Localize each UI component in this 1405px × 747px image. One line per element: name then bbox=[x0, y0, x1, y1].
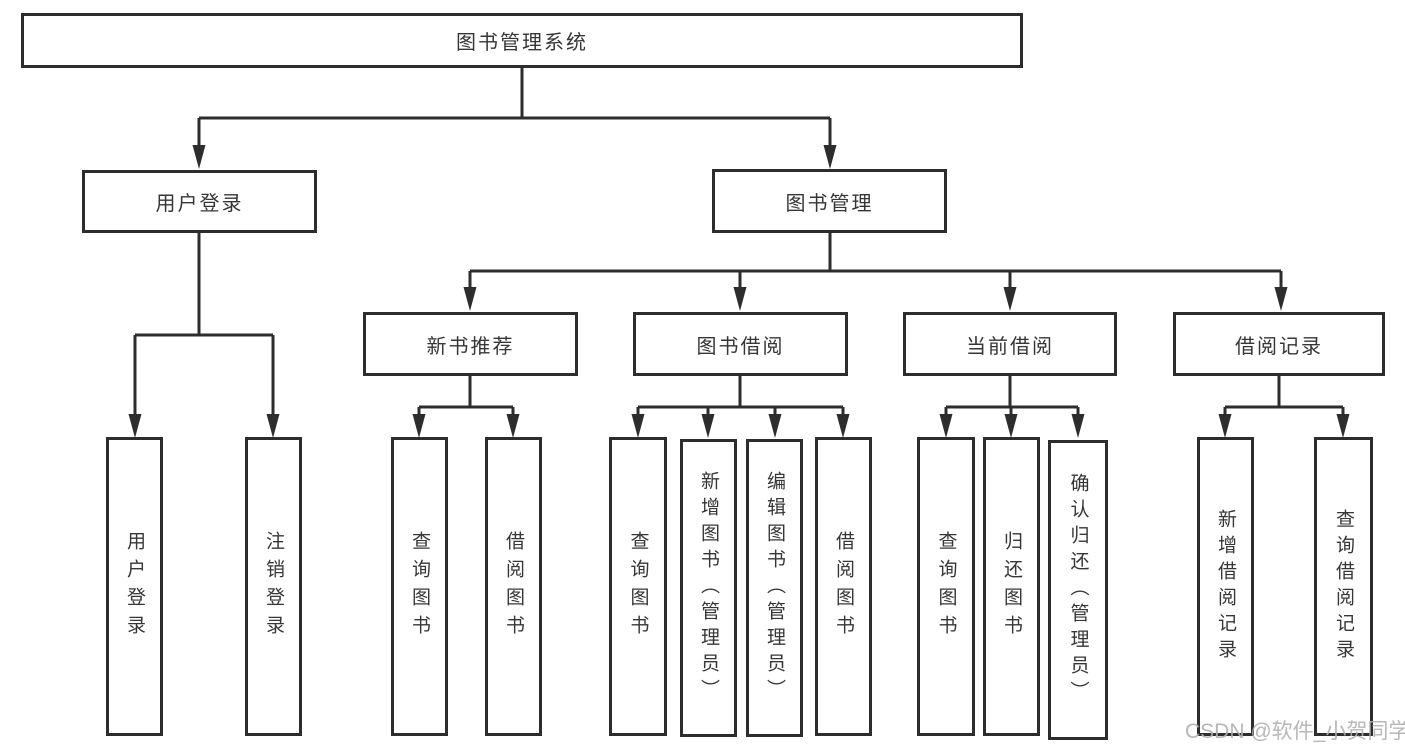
node-query-books-1: 查询图书 bbox=[391, 437, 448, 736]
arrow-down-icon bbox=[1218, 414, 1232, 438]
node-return-books: 归还图书 bbox=[983, 437, 1040, 736]
node-borrowing-records: 借阅记录 bbox=[1173, 312, 1385, 376]
node-label: 编辑图书（管理员） bbox=[764, 471, 785, 705]
node-label: 新增图书（管理员） bbox=[698, 471, 719, 705]
node-label: 归还图书 bbox=[1001, 530, 1022, 643]
arrow-down-icon bbox=[412, 414, 426, 438]
arrow-down-icon bbox=[1004, 414, 1018, 438]
node-new-book-recommendation: 新书推荐 bbox=[363, 312, 578, 376]
node-logout: 注销登录 bbox=[245, 437, 302, 736]
arrow-down-icon bbox=[1274, 287, 1288, 311]
node-edit-books-admin: 编辑图书（管理员） bbox=[746, 439, 803, 737]
node-book-borrowing: 图书借阅 bbox=[633, 312, 848, 376]
arrow-down-icon bbox=[939, 414, 953, 438]
node-label: 当前借阅 bbox=[966, 335, 1054, 358]
node-label: 用户登录 bbox=[124, 530, 145, 643]
node-borrow-books-2: 借阅图书 bbox=[815, 437, 872, 736]
arrow-down-icon bbox=[192, 145, 206, 169]
node-query-borrow-record: 查询借阅记录 bbox=[1314, 437, 1373, 736]
node-library-management-system: 图书管理系统 bbox=[21, 13, 1023, 68]
arrow-down-icon bbox=[463, 287, 477, 311]
node-label: 借阅图书 bbox=[503, 530, 524, 643]
arrow-down-icon bbox=[768, 414, 782, 438]
node-label: 用户登录 bbox=[155, 193, 244, 215]
node-label: 新增借阅记录 bbox=[1215, 508, 1236, 665]
arrow-down-icon bbox=[266, 414, 280, 438]
node-book-management: 图书管理 bbox=[712, 169, 947, 233]
arrow-down-icon bbox=[1071, 414, 1085, 438]
node-label: 图书借阅 bbox=[696, 335, 785, 358]
arrow-down-icon bbox=[823, 145, 837, 169]
arrow-down-icon bbox=[1003, 287, 1017, 311]
node-query-books-3: 查询图书 bbox=[917, 437, 975, 736]
node-label: 注销登录 bbox=[263, 530, 284, 643]
node-confirm-return-admin: 确认归还（管理员） bbox=[1048, 440, 1108, 740]
arrow-down-icon bbox=[701, 414, 715, 438]
node-user-login-leaf: 用户登录 bbox=[106, 437, 163, 736]
node-label: 查询借阅记录 bbox=[1333, 508, 1354, 665]
node-label: 新书推荐 bbox=[426, 335, 515, 358]
node-add-borrow-record: 新增借阅记录 bbox=[1197, 437, 1254, 736]
node-label: 查询图书 bbox=[409, 530, 430, 643]
node-label: 确认归还（管理员） bbox=[1067, 473, 1089, 707]
node-query-books-2: 查询图书 bbox=[609, 437, 667, 736]
arrow-down-icon bbox=[836, 414, 850, 438]
arrow-down-icon bbox=[631, 414, 645, 438]
node-current-borrowing: 当前借阅 bbox=[903, 312, 1117, 376]
arrow-down-icon bbox=[1336, 414, 1350, 438]
node-add-books-admin: 新增图书（管理员） bbox=[680, 439, 737, 737]
node-user-login: 用户登录 bbox=[82, 170, 317, 233]
node-label: 借阅图书 bbox=[833, 530, 854, 643]
node-label: 图书管理 bbox=[785, 192, 874, 215]
arrowheads bbox=[128, 145, 1350, 438]
node-label: 图书管理系统 bbox=[456, 32, 588, 54]
node-label: 查询图书 bbox=[935, 530, 957, 643]
node-borrow-books-1: 借阅图书 bbox=[485, 437, 542, 736]
arrow-down-icon bbox=[733, 287, 747, 311]
csdn-watermark: CSDN @软件_小贺同学 bbox=[1185, 720, 1405, 743]
node-label: 借阅记录 bbox=[1235, 335, 1323, 358]
connector-lines bbox=[133, 68, 1345, 420]
arrow-down-icon bbox=[128, 414, 142, 438]
node-label: 查询图书 bbox=[627, 530, 649, 643]
arrow-down-icon bbox=[506, 414, 520, 438]
